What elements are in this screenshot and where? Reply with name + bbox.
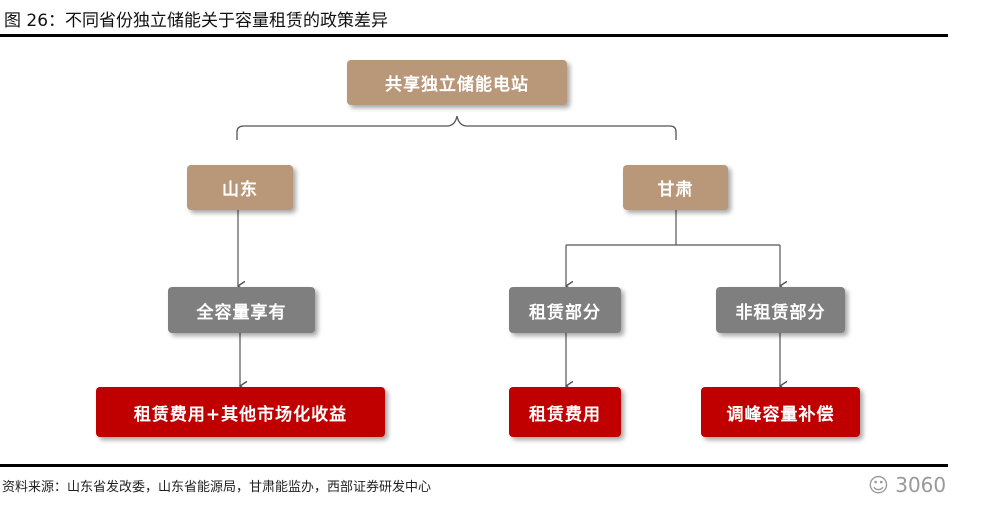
node-full-capacity: 全容量享有	[168, 287, 315, 333]
bottom-rule	[0, 464, 948, 467]
source-note: 资料来源：山东省发改委，山东省能源局，甘肃能监办，西部证券研发中心	[2, 480, 432, 495]
wechat-icon: ☺	[868, 473, 896, 497]
brace	[236, 115, 677, 140]
node-lease-part: 租赁部分	[509, 287, 621, 333]
top-rule	[0, 34, 948, 37]
node-shandong-result: 租赁费用+其他市场化收益	[96, 387, 385, 437]
node-non-lease-result: 调峰容量补偿	[701, 387, 860, 437]
watermark: ☺ 3060	[868, 473, 946, 497]
figure-title: 图 26：不同省份独立储能关于容量租赁的政策差异	[4, 11, 389, 31]
node-shandong: 山东	[187, 165, 293, 210]
node-root: 共享独立储能电站	[347, 60, 567, 105]
watermark-text: 3060	[895, 473, 947, 497]
node-gansu: 甘肃	[623, 165, 728, 210]
node-lease-result: 租赁费用	[509, 387, 621, 437]
node-non-lease-part: 非租赁部分	[716, 287, 845, 333]
